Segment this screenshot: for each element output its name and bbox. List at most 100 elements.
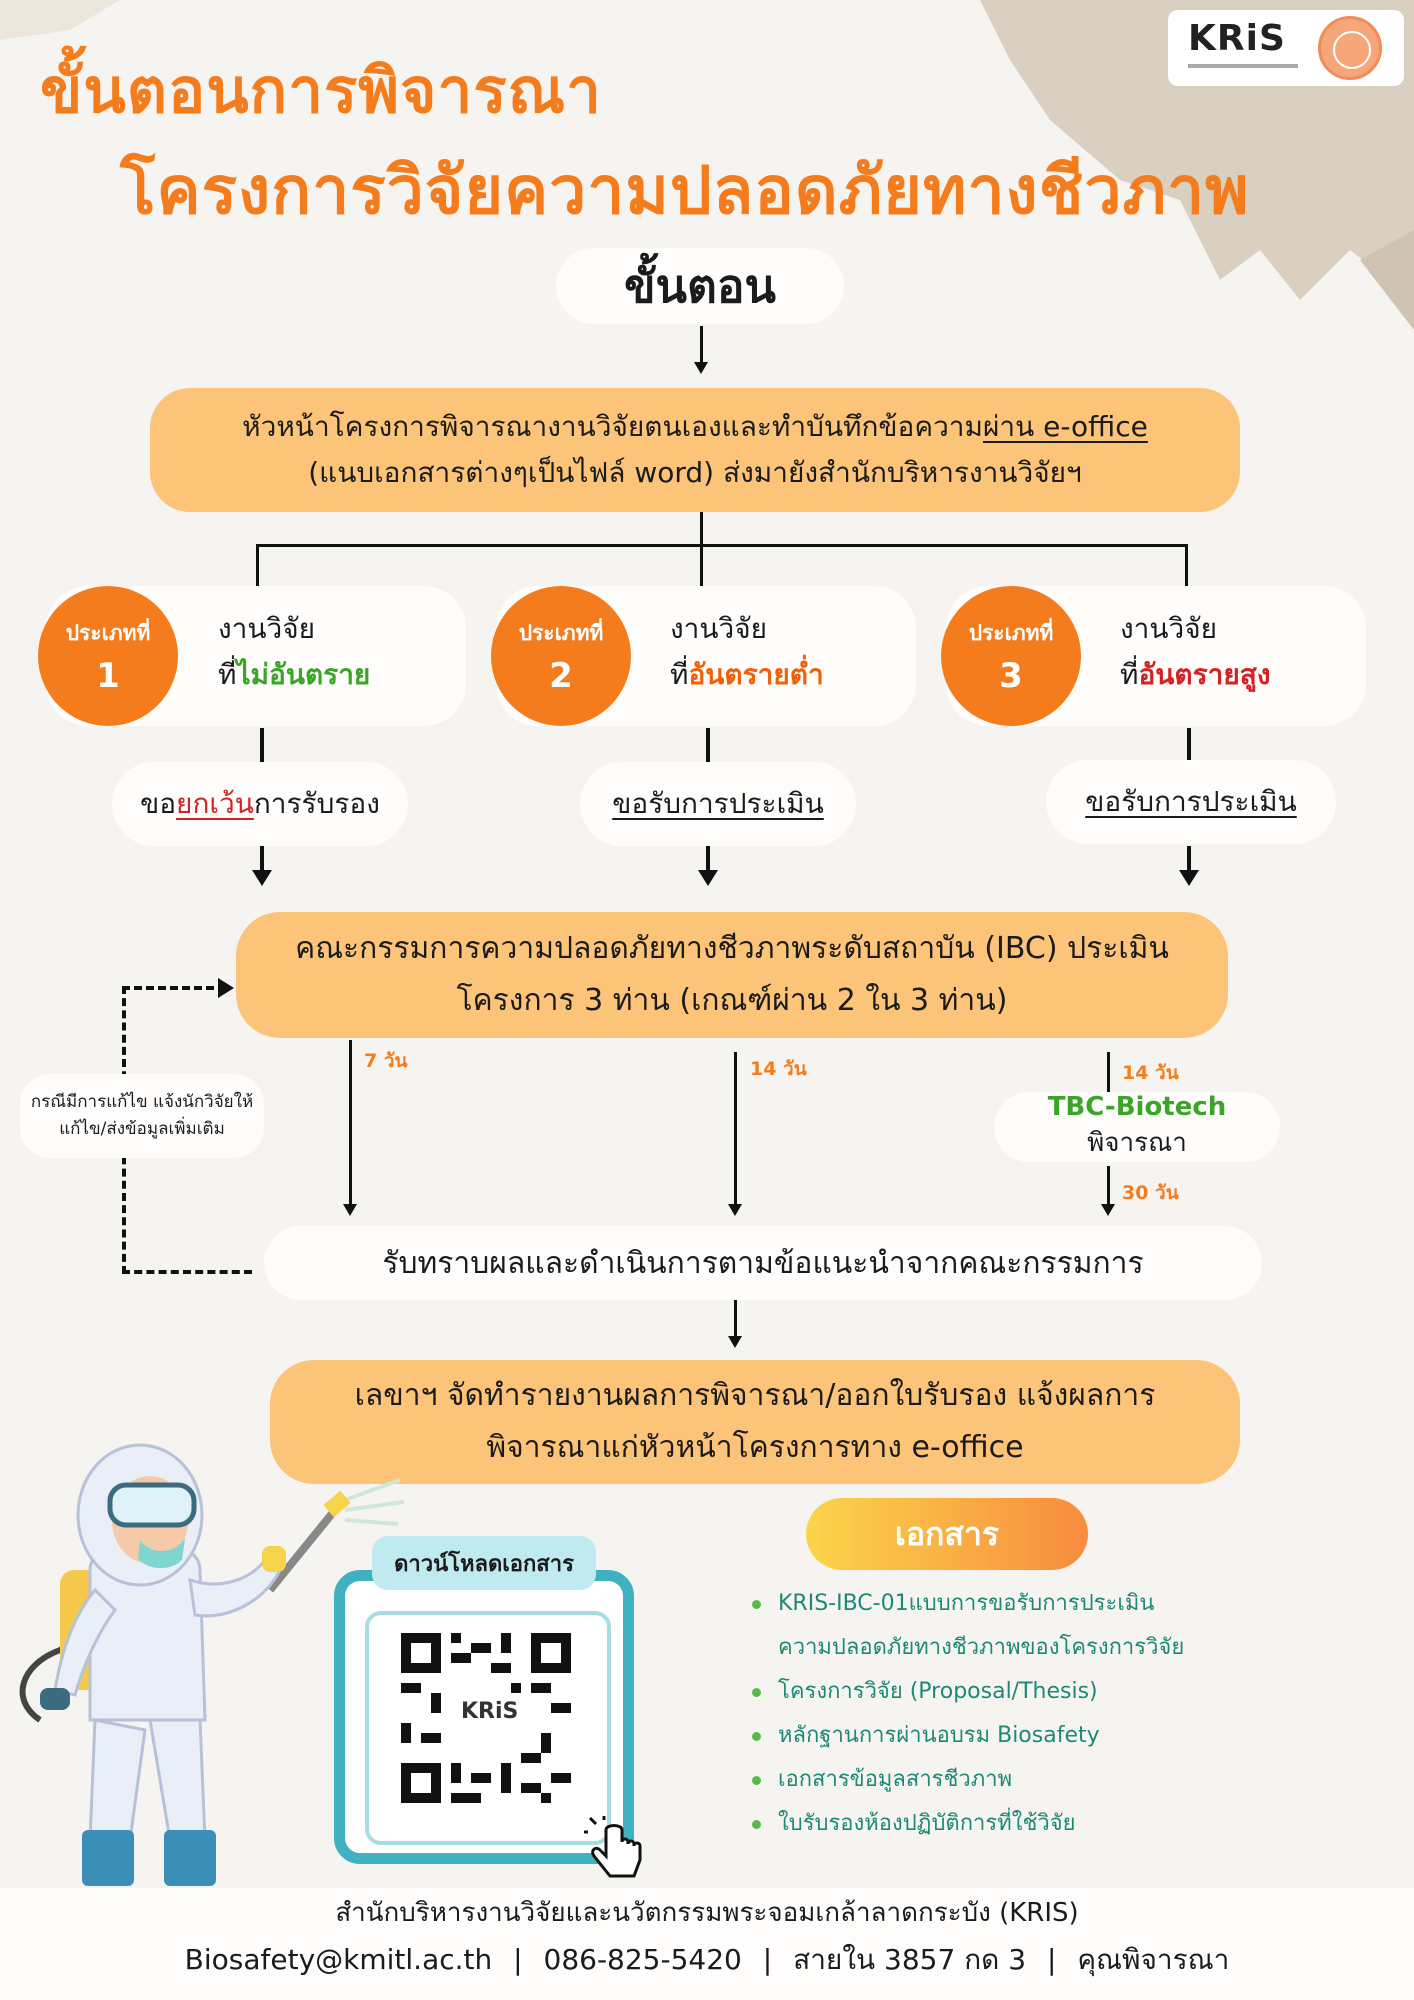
- arrow-down-icon: [698, 870, 718, 886]
- steps-heading-text: ขั้นตอน: [624, 258, 776, 313]
- type-1-line2-pre: ที่: [218, 658, 237, 691]
- download-label-text: ดาวน์โหลดเอกสาร: [394, 1551, 574, 1577]
- type-1-action-pre: ขอ: [140, 787, 177, 820]
- arrow-down-icon: [1101, 1204, 1115, 1216]
- hazmat-worker-illustration: [19, 1443, 405, 1886]
- type-3-text: งานวิจัย ที่อันตรายสูง: [1120, 606, 1271, 698]
- type-1-line1: งานวิจัย: [218, 612, 316, 645]
- type-1-action-text: ขอยกเว้นการรับรอง: [140, 782, 380, 826]
- duration-type-2: 14 วัน: [750, 1058, 807, 1080]
- branch-connector: [256, 544, 1188, 547]
- duration-type-3-a: 14 วัน: [1122, 1062, 1179, 1084]
- steps-heading: ขั้นตอน: [556, 248, 844, 324]
- type-1-action: ขอยกเว้นการรับรอง: [112, 762, 408, 846]
- acknowledge-text: รับทราบผลและดำเนินการตามข้อแนะนำจากคณะกร…: [382, 1245, 1144, 1281]
- step-submit-eoffice: ผ่าน e-office: [982, 410, 1148, 443]
- type-1-line2: ที่ไม่อันตราย: [218, 652, 370, 698]
- type-3-action-text: ขอรับการประเมิน: [1085, 785, 1297, 818]
- type-3-line2: ที่อันตรายสูง: [1120, 652, 1271, 698]
- footer: [0, 1888, 1414, 2000]
- ibc-review-line2: โครงการ 3 ท่าน (เกณฑ์ผ่าน 2 ใน 3 ท่าน): [456, 983, 1008, 1018]
- footer-email[interactable]: Biosafety@kmitl.ac.th: [184, 1943, 493, 1976]
- footer-separator: |: [762, 1943, 773, 1976]
- arrow-down-icon: [694, 362, 708, 374]
- ibc-review-box: คณะกรรมการความปลอดภัยทางชีวภาพระดับสถาบั…: [236, 912, 1228, 1038]
- footer-phone[interactable]: 086-825-5420: [543, 1943, 742, 1976]
- footer-ext: สายใน 3857 กด 3: [793, 1943, 1027, 1976]
- type-1-label: ประเภทที่: [65, 620, 151, 645]
- type-3-action: ขอรับการประเมิน: [1046, 760, 1336, 844]
- tap-hand-icon: [584, 1816, 642, 1878]
- step-submit-line1-text: หัวหน้าโครงการพิจารณางานวิจัยตนเองและทำบ…: [242, 410, 983, 443]
- document-item-line1: KRIS-IBC-01แบบการขอรับการประเมิน: [778, 1591, 1155, 1616]
- tbc-biotech-text: TBC-Biotech พิจารณา: [994, 1092, 1280, 1163]
- document-item: ใบรับรองห้องปฏิบัติการที่ใช้วิจัย: [748, 1802, 1308, 1846]
- document-item-line2: ความปลอดภัยทางชีวภาพของโครงการวิจัย: [778, 1635, 1185, 1660]
- revision-note-line2: แก้ไข/ส่งข้อมูลเพิ่มเติม: [59, 1119, 225, 1139]
- documents-heading-text: เอกสาร: [894, 1514, 1000, 1553]
- connector: [1107, 1166, 1110, 1210]
- footer-org: สำนักบริหารงานวิจัยและนวัตกรรมพระจอมเกล้…: [0, 1892, 1414, 1933]
- branch-connector: [700, 512, 703, 544]
- download-label: ดาวน์โหลดเอกสาร: [372, 1536, 596, 1590]
- type-2-text: งานวิจัย ที่อันตรายต่ำ: [670, 606, 824, 698]
- type-1-hazard: ไม่อันตราย: [236, 658, 371, 691]
- document-item: เอกสารข้อมูลสารชีวภาพ: [748, 1758, 1308, 1802]
- qr-code[interactable]: [401, 1633, 571, 1803]
- duration-type-1: 7 วัน: [364, 1050, 408, 1072]
- arrow-down-icon: [252, 870, 272, 886]
- step-submit-line2: (แนบเอกสารต่างๆเป็นไฟล์ word) ส่งมายังสำ…: [308, 456, 1082, 489]
- footer-separator: |: [513, 1943, 523, 1976]
- tbc-biotech-action: พิจารณา: [1087, 1127, 1187, 1158]
- duration-type-3-b: 30 วัน: [1122, 1182, 1179, 1204]
- branch-connector: [256, 544, 259, 588]
- type-3-hazard: อันตรายสูง: [1138, 658, 1271, 691]
- type-1-action-post: การรับรอง: [253, 787, 380, 820]
- connector: [1187, 728, 1191, 762]
- step-submit-box: หัวหน้าโครงการพิจารณางานวิจัยตนเองและทำบ…: [150, 388, 1240, 512]
- connector: [260, 846, 264, 872]
- branch-connector: [1185, 544, 1188, 588]
- qr-download-card[interactable]: KRiS: [334, 1570, 634, 1864]
- type-2-action: ขอรับการประเมิน: [580, 762, 856, 846]
- arrow-down-icon: [343, 1204, 357, 1216]
- connector: [260, 728, 264, 762]
- logo-badge: KRiS: [1168, 10, 1404, 86]
- connector: [734, 1052, 737, 1208]
- page-title-line1: ขั้นตอนการพิจารณา: [40, 54, 602, 127]
- type-2-line2: ที่อันตรายต่ำ: [670, 652, 824, 698]
- type-3-line1: งานวิจัย: [1120, 612, 1218, 645]
- type-2-hazard: อันตรายต่ำ: [688, 658, 824, 691]
- document-item: โครงการวิจัย (Proposal/Thesis): [748, 1670, 1308, 1714]
- final-report-line2: พิจารณาแก่หัวหน้าโครงการทาง e-office: [486, 1430, 1024, 1465]
- type-1-text: งานวิจัย ที่ไม่อันตราย: [218, 606, 370, 698]
- step-submit-line1: หัวหน้าโครงการพิจารณางานวิจัยตนเองและทำบ…: [242, 404, 1148, 450]
- arrow-right-icon: [218, 978, 234, 998]
- revision-loop-line: [122, 1270, 252, 1274]
- documents-list: KRIS-IBC-01แบบการขอรับการประเมิน ความปลอ…: [748, 1582, 1308, 1846]
- type-3-label: ประเภทที่: [968, 620, 1054, 645]
- revision-note: กรณีมีการแก้ไข แจ้งนักวิจัยให้ แก้ไข/ส่ง…: [20, 1074, 264, 1158]
- type-1-number: 1: [96, 655, 120, 696]
- type-3-line2-pre: ที่: [1120, 658, 1139, 691]
- type-1-badge: ประเภทที่ 1: [38, 586, 178, 726]
- document-item: หลักฐานการผ่านอบรม Biosafety: [748, 1714, 1308, 1758]
- type-3-badge: ประเภทที่ 3: [941, 586, 1081, 726]
- type-2-line2-pre: ที่: [670, 658, 689, 691]
- documents-heading: เอกสาร: [806, 1498, 1088, 1570]
- type-2-badge: ประเภทที่ 2: [491, 586, 631, 726]
- page-title-line2: โครงการวิจัยความปลอดภัยทางชีวภาพ: [120, 152, 1250, 229]
- connector: [1187, 846, 1191, 872]
- revision-loop-line: [122, 986, 226, 990]
- footer-contact-person: คุณพิจารณา: [1077, 1943, 1230, 1976]
- footer-org-text: สำนักบริหารงานวิจัยและนวัตกรรมพระจอมเกล้…: [335, 1898, 1079, 1928]
- type-2-line1: งานวิจัย: [670, 612, 768, 645]
- connector: [734, 1300, 737, 1340]
- final-report-box: เลขาฯ จัดทำรายงานผลการพิจารณา/ออกใบรับรอ…: [270, 1360, 1240, 1484]
- kris-logo-text: KRiS: [1188, 18, 1286, 59]
- connector: [349, 1040, 352, 1208]
- acknowledge-box: รับทราบผลและดำเนินการตามข้อแนะนำจากคณะกร…: [264, 1226, 1262, 1300]
- type-2-number: 2: [549, 655, 573, 696]
- kris-logo-subtext-bar: [1188, 64, 1298, 68]
- arrow-down-icon: [728, 1204, 742, 1216]
